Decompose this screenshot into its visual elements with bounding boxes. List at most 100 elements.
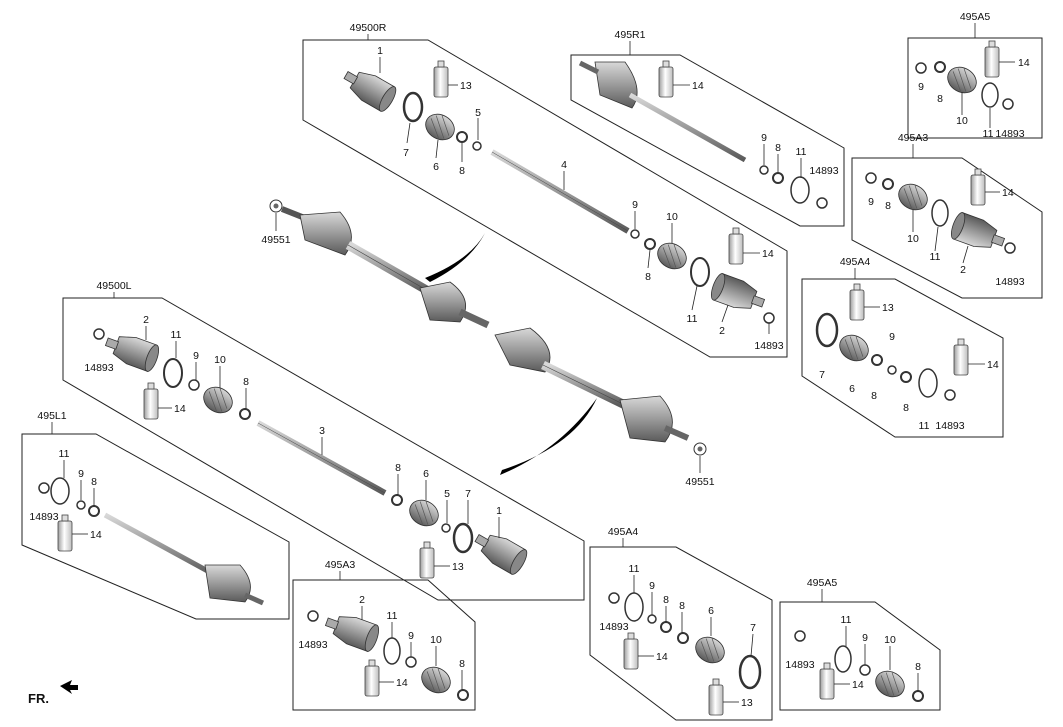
callout-label: 14 — [987, 359, 999, 371]
callout-label: 9 — [889, 331, 895, 343]
callout-label: 9 — [761, 132, 767, 144]
callout-label: 14 — [396, 677, 408, 689]
group-code-495A5-top: 495A5 — [960, 11, 991, 23]
group-code-495R1: 495R1 — [615, 29, 646, 41]
callout-label: 6 — [433, 161, 439, 173]
callout-label: 13 — [741, 697, 753, 709]
callout-label: 49551 — [261, 234, 290, 246]
callout-label: 2 — [719, 325, 725, 337]
callout-label: 11 — [171, 329, 182, 341]
callout-label: 6 — [423, 468, 429, 480]
callout-label: 14893 — [935, 420, 964, 432]
callout-label: 7 — [403, 147, 409, 159]
callout-label: 14893 — [785, 659, 814, 671]
group-frames — [21, 37, 1043, 721]
group-code-495L1: 495L1 — [37, 410, 66, 422]
callout-label: 7 — [465, 488, 471, 500]
callout-label: 13 — [460, 80, 472, 92]
callout-label: 8 — [395, 462, 401, 474]
callout-label: 8 — [885, 200, 891, 212]
callout-label: 14 — [1018, 57, 1030, 69]
callout-label: 11 — [930, 251, 941, 263]
callout-label: 11 — [796, 146, 807, 158]
callout-label: 4 — [561, 159, 567, 171]
callout-label: 8 — [459, 165, 465, 177]
callout-label: 1 — [496, 505, 502, 517]
front-arrow-icon — [60, 680, 78, 694]
callout-label: 14 — [1002, 187, 1014, 199]
callout-label: 49551 — [685, 476, 714, 488]
callout-label: 14893 — [995, 276, 1024, 288]
main-driveshaft — [269, 199, 707, 475]
group-code-495A3-bottom: 495A3 — [325, 559, 356, 571]
group-code-49500L: 49500L — [96, 280, 131, 292]
callout-label: 6 — [849, 383, 855, 395]
callout-label: 11 — [983, 128, 994, 140]
callout-label: 8 — [663, 594, 669, 606]
callout-label: 10 — [907, 233, 919, 245]
callout-label: 3 — [319, 425, 325, 437]
callout-label: 8 — [459, 658, 465, 670]
callout-label: 10 — [956, 115, 968, 127]
group-code-495A4-bottom: 495A4 — [608, 526, 639, 538]
front-direction-label: FR. — [28, 691, 49, 706]
callout-label: 10 — [666, 211, 678, 223]
callout-label: 5 — [444, 488, 450, 500]
callout-label: 14893 — [298, 639, 327, 651]
callout-label: 10 — [430, 634, 442, 646]
callout-label: 9 — [632, 199, 638, 211]
callout-label: 2 — [143, 314, 149, 326]
callout-label: 8 — [679, 600, 685, 612]
callout-label: 8 — [645, 271, 651, 283]
callout-label: 10 — [884, 634, 896, 646]
callout-label: 8 — [775, 142, 781, 154]
group-code-495A3-top: 495A3 — [898, 132, 929, 144]
callout-label: 8 — [871, 390, 877, 402]
callout-label: 14893 — [809, 165, 838, 177]
callout-label: 14 — [852, 679, 864, 691]
callout-label: 11 — [387, 610, 398, 622]
callout-label: 9 — [918, 81, 924, 93]
callout-label: 8 — [915, 661, 921, 673]
callout-label: 13 — [882, 302, 894, 314]
callout-label: 14893 — [84, 362, 113, 374]
group-code-495A4-right: 495A4 — [840, 256, 871, 268]
group-code-49500R: 49500R — [350, 22, 387, 34]
callout-label: 9 — [408, 630, 414, 642]
leader-lines — [51, 23, 1015, 703]
part-drawings — [38, 40, 1016, 716]
callout-label: 2 — [359, 594, 365, 606]
callout-label: 14893 — [754, 340, 783, 352]
callout-label: 11 — [841, 614, 852, 626]
callout-label: 14893 — [29, 511, 58, 523]
callout-label: 2 — [960, 264, 966, 276]
callout-label: 14 — [762, 248, 774, 260]
callout-label: 1 — [377, 45, 383, 57]
callout-label: 5 — [475, 107, 481, 119]
callout-label: 11 — [629, 563, 640, 575]
callout-label: 11 — [687, 313, 698, 325]
callout-label: 14 — [656, 651, 668, 663]
callout-label: 14 — [692, 80, 704, 92]
part-labels: 49500R 49500L 495R1 495L1 495A5 495A3 49… — [28, 11, 1030, 709]
callout-label: 8 — [243, 376, 249, 388]
callout-label: 10 — [214, 354, 226, 366]
callout-label: 14 — [174, 403, 186, 415]
callout-label: 9 — [868, 196, 874, 208]
callout-label: 9 — [78, 468, 84, 480]
group-code-495A5-bottom: 495A5 — [807, 577, 838, 589]
callout-label: 7 — [819, 369, 825, 381]
callout-label: 8 — [937, 93, 943, 105]
callout-label: 13 — [452, 561, 464, 573]
callout-label: 14893 — [599, 621, 628, 633]
callout-label: 9 — [193, 350, 199, 362]
callout-label: 9 — [649, 580, 655, 592]
callout-label: 8 — [903, 402, 909, 414]
callout-label: 7 — [750, 622, 756, 634]
callout-label: 11 — [919, 420, 930, 432]
callout-label: 11 — [59, 448, 70, 460]
callout-label: 14893 — [995, 128, 1024, 140]
callout-label: 9 — [862, 632, 868, 644]
callout-label: 6 — [708, 605, 714, 617]
